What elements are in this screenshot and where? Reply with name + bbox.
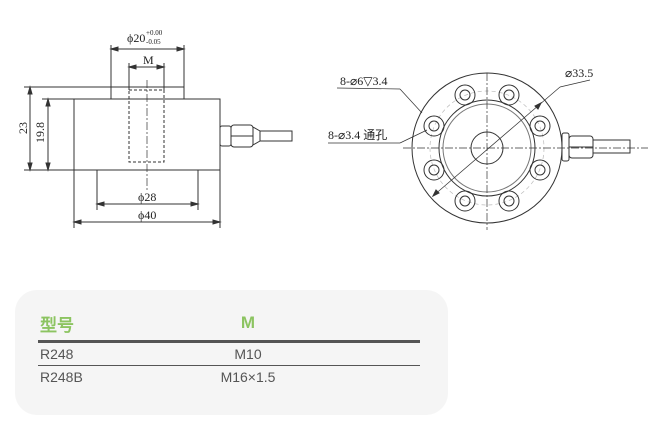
spec-table: 型号 M R248 M10 R248B M16×1.5 bbox=[38, 306, 420, 388]
dim-body-height: 19.8 bbox=[33, 122, 47, 143]
through-hole-label: 8-⌀3.4 通孔 bbox=[328, 128, 387, 142]
top-view-labels: 8-⌀6▽3.4 8-⌀3.4 通孔 ⌀33.5 bbox=[328, 66, 593, 142]
counterbore-label: 8-⌀6▽3.4 bbox=[340, 74, 387, 88]
bolt-holes bbox=[423, 84, 551, 212]
technical-drawing: ϕ20 +0.00 -0.05 M 23 19.8 ϕ28 ϕ40 bbox=[16, 29, 648, 230]
side-view-labels: ϕ20 +0.00 -0.05 M 23 19.8 ϕ28 ϕ40 bbox=[16, 29, 163, 222]
spec-table-header: 型号 M bbox=[38, 306, 420, 343]
dim-top-tol-upper: +0.00 bbox=[146, 29, 163, 37]
dim-thread: M bbox=[143, 53, 154, 67]
top-view bbox=[328, 72, 648, 230]
table-row: R248B M16×1.5 bbox=[38, 366, 420, 388]
cell-model: R248 bbox=[40, 346, 74, 362]
header-m: M bbox=[240, 313, 256, 332]
dim-total-height: 23 bbox=[16, 122, 30, 134]
cell-m: M10 bbox=[234, 346, 262, 362]
dim-top-diameter: ϕ20 bbox=[127, 31, 145, 45]
dim-top-tol-lower: -0.05 bbox=[146, 38, 161, 46]
cell-model: R248B bbox=[40, 369, 83, 385]
cell-m: M16×1.5 bbox=[220, 369, 276, 385]
spec-card bbox=[15, 290, 448, 415]
side-view bbox=[24, 45, 293, 228]
bolt-circle-label: ⌀33.5 bbox=[565, 66, 593, 80]
dim-outer-diameter: ϕ40 bbox=[138, 208, 156, 222]
table-row: R248 M10 bbox=[38, 343, 420, 366]
header-model: 型号 bbox=[40, 315, 74, 335]
dim-bottom-diameter: ϕ28 bbox=[138, 190, 156, 204]
